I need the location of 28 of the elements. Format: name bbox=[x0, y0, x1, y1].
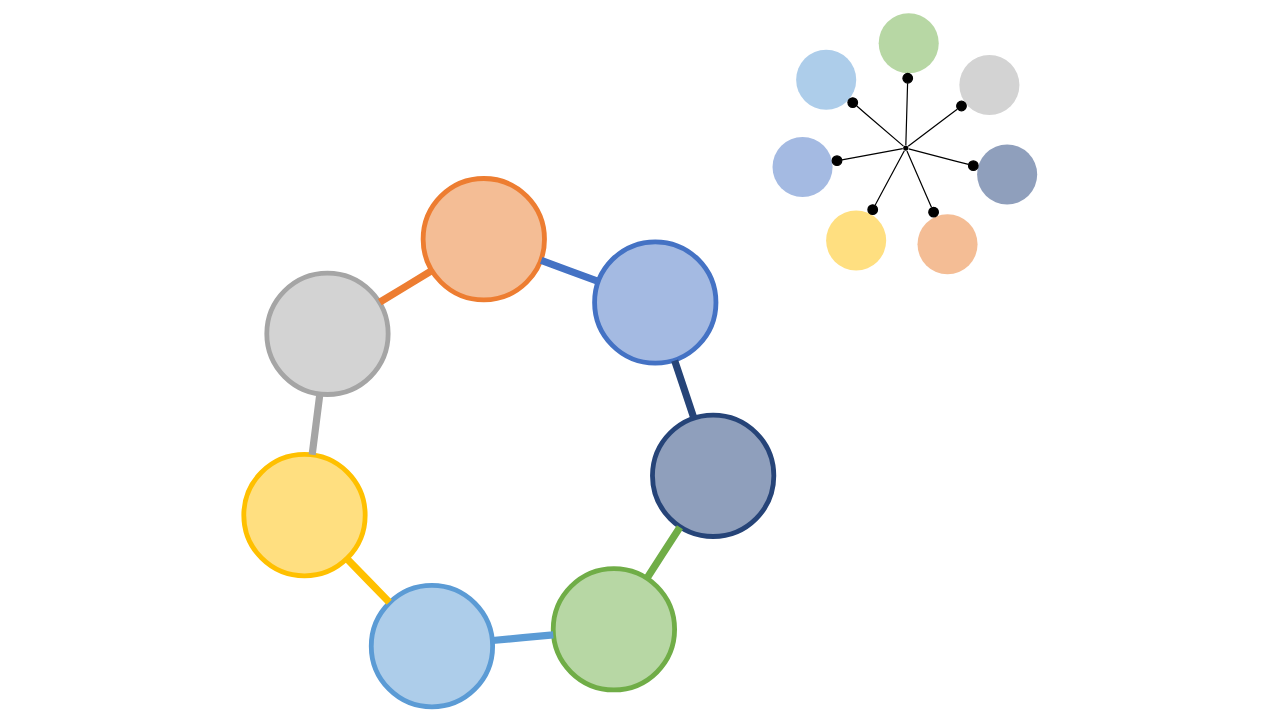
connector bbox=[907, 148, 979, 172]
connector bbox=[901, 72, 913, 146]
node-point bbox=[902, 145, 908, 151]
node-circle bbox=[825, 210, 886, 271]
node-circle bbox=[878, 13, 939, 74]
node-circle bbox=[240, 452, 368, 579]
node-circle bbox=[591, 239, 718, 366]
connector bbox=[866, 150, 905, 216]
node-circle bbox=[917, 214, 978, 275]
node-circle bbox=[976, 144, 1037, 205]
node-circle bbox=[550, 566, 677, 693]
connector bbox=[907, 100, 967, 147]
connector bbox=[491, 631, 554, 645]
connector bbox=[905, 150, 939, 218]
connector bbox=[643, 525, 683, 581]
connector bbox=[670, 359, 697, 420]
node-circle bbox=[368, 583, 495, 710]
connector bbox=[377, 267, 434, 306]
connector bbox=[846, 97, 904, 147]
node-circle bbox=[649, 412, 776, 539]
connector bbox=[343, 556, 392, 605]
node-circle bbox=[263, 270, 391, 397]
node-circle bbox=[772, 136, 833, 198]
connector bbox=[539, 257, 599, 285]
node-circle bbox=[958, 54, 1019, 115]
connector bbox=[831, 148, 903, 167]
connector bbox=[308, 393, 323, 456]
node-circle bbox=[420, 176, 547, 303]
